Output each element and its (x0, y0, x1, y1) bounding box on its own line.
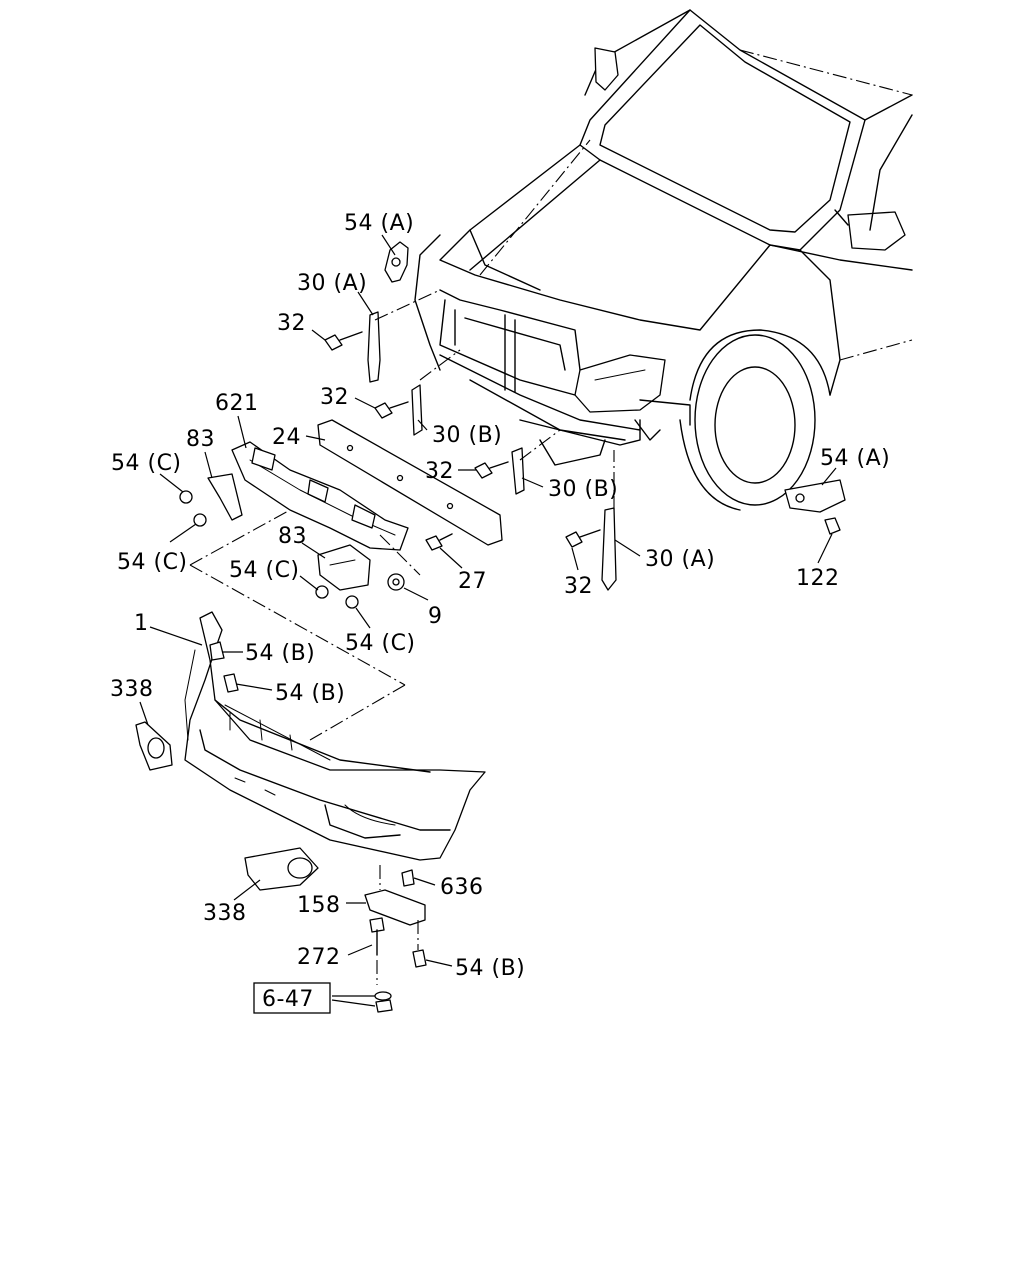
callout-32-b: 32 (320, 385, 349, 410)
front-bumper-1 (184, 611, 486, 861)
callout-30a-lower: 30 (A) (645, 547, 715, 572)
callout-54c-mid: 54 (C) (229, 558, 300, 583)
callout-54c-left-bot: 54 (C) (117, 550, 188, 575)
bolt-32-d (565, 529, 601, 548)
callout-27: 27 (458, 569, 487, 594)
callout-54b-c: 54 (B) (455, 956, 525, 981)
nut-9 (387, 573, 405, 591)
clip-54b-a (209, 641, 225, 661)
clip-54c-left (179, 490, 207, 527)
callout-32-d: 32 (564, 574, 593, 599)
callout-9: 9 (428, 604, 443, 629)
callout-83-mid: 83 (278, 524, 307, 549)
bracket-54a-right (784, 479, 846, 535)
washer-nut (374, 991, 393, 1013)
clip-54c-mid (315, 585, 359, 609)
callout-338-left: 338 (110, 677, 154, 702)
bracket-158 (364, 889, 426, 926)
callout-636: 636 (440, 875, 484, 900)
bracket-54a-top (384, 241, 409, 283)
bracket-83-left (207, 473, 243, 521)
reinforcement-24 (317, 419, 503, 546)
callout-30b-lower: 30 (B) (548, 477, 618, 502)
callout-272: 272 (297, 945, 341, 970)
nut-636 (401, 869, 415, 887)
fog-bezel-338-bottom (244, 847, 319, 891)
bracket-30b-lower (511, 447, 525, 495)
callout-24: 24 (272, 425, 301, 450)
callout-labels: 54 (A) 30 (A) 32 32 621 24 83 54 (C) 54 … (110, 211, 890, 1014)
bracket-30a-lower (601, 507, 617, 591)
bracket-83-mid (317, 544, 371, 591)
callout-54b-b: 54 (B) (275, 681, 345, 706)
callout-32-a: 32 (277, 311, 306, 336)
bracket-30b-upper (411, 384, 423, 436)
callout-1: 1 (134, 611, 149, 636)
callout-158: 158 (297, 893, 341, 918)
leader-lines (139, 234, 837, 1007)
callout-621: 621 (215, 391, 259, 416)
callout-54b-a: 54 (B) (245, 641, 315, 666)
bolt-32-b (374, 401, 409, 419)
bolt-27 (425, 533, 453, 551)
fog-bezel-338-left (135, 721, 173, 771)
bracket-30a-upper (367, 311, 381, 383)
callout-30b-upper: 30 (B) (432, 423, 502, 448)
callout-32-c: 32 (425, 459, 454, 484)
callout-54c-mid-low: 54 (C) (345, 631, 416, 656)
callout-54a-right: 54 (A) (820, 446, 890, 471)
bolt-272 (369, 917, 385, 956)
beam-621 (231, 441, 409, 551)
clip-54b-c (412, 949, 427, 968)
callout-122: 122 (796, 566, 840, 591)
reference-box (253, 982, 331, 1014)
bolt-32-a (324, 331, 363, 351)
bolt-32-c (474, 461, 509, 479)
callout-54a-top: 54 (A) (344, 211, 414, 236)
reference-box-label: 6-47 (262, 987, 314, 1012)
vehicle-front-illustration (414, 9, 913, 511)
callout-83-left: 83 (186, 427, 215, 452)
callout-54c-left-top: 54 (C) (111, 451, 182, 476)
callout-338-bottom: 338 (203, 901, 247, 926)
callout-30a-top: 30 (A) (297, 271, 367, 296)
clip-54b-b (223, 673, 239, 693)
